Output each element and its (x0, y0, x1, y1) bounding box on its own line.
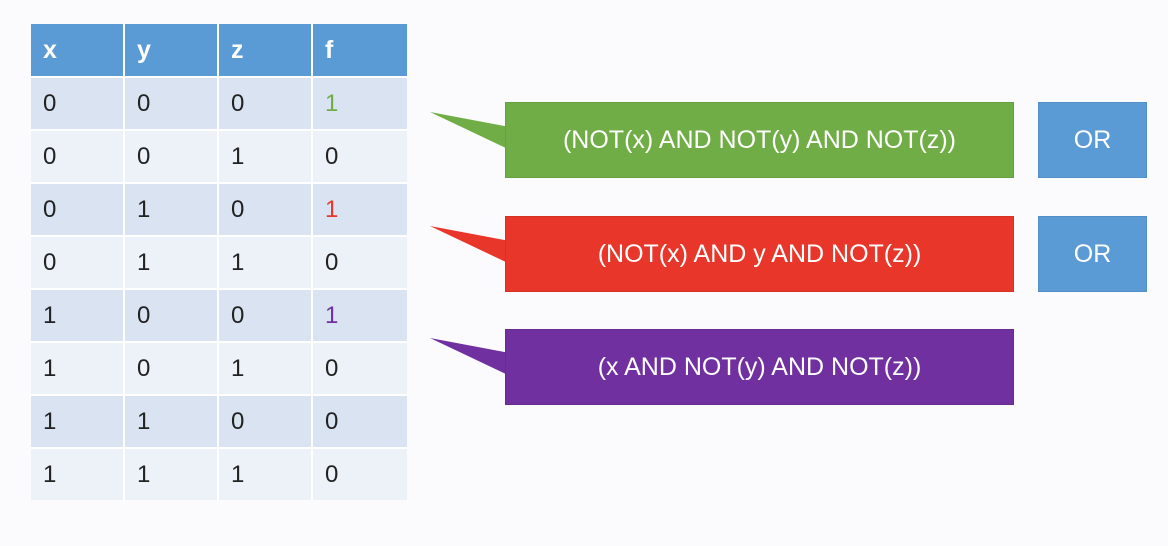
cell-z: 1 (219, 447, 313, 500)
cell-z: 1 (219, 129, 313, 182)
cell-f: 0 (313, 341, 407, 394)
callout-text: (x AND NOT(y) AND NOT(z)) (597, 352, 922, 381)
or-operator-box: OR (1038, 216, 1147, 292)
cell-f: 0 (313, 235, 407, 288)
header-x: x (31, 24, 125, 76)
cell-f: 1 (313, 182, 407, 235)
cell-z: 0 (219, 394, 313, 447)
pointer-green (430, 112, 510, 150)
callout-minterm-000: (NOT(x) AND NOT(y) AND NOT(z)) (505, 102, 1014, 178)
cell-z: 0 (219, 76, 313, 129)
cell-z: 1 (219, 235, 313, 288)
cell-x: 1 (31, 341, 125, 394)
header-y: y (125, 24, 219, 76)
cell-y: 1 (125, 182, 219, 235)
table-row: 0 0 1 0 (31, 129, 407, 182)
or-label: OR (1073, 239, 1112, 268)
callout-minterm-010: (NOT(x) AND y AND NOT(z)) (505, 216, 1014, 292)
table-row: 0 1 1 0 (31, 235, 407, 288)
truth-table: x y z f 0 0 0 1 0 0 1 0 0 1 0 1 0 1 1 0 (31, 24, 407, 500)
cell-f: 0 (313, 394, 407, 447)
cell-f: 1 (313, 76, 407, 129)
cell-y: 0 (125, 129, 219, 182)
cell-x: 1 (31, 447, 125, 500)
cell-x: 0 (31, 182, 125, 235)
cell-f: 0 (313, 129, 407, 182)
pointer-purple (430, 338, 510, 376)
cell-y: 1 (125, 447, 219, 500)
cell-y: 1 (125, 235, 219, 288)
cell-x: 0 (31, 235, 125, 288)
cell-f: 1 (313, 288, 407, 341)
table-row: 1 0 0 1 (31, 288, 407, 341)
or-operator-box: OR (1038, 102, 1147, 178)
callout-text: (NOT(x) AND y AND NOT(z)) (597, 239, 922, 268)
header-z: z (219, 24, 313, 76)
cell-z: 0 (219, 288, 313, 341)
cell-z: 0 (219, 182, 313, 235)
or-label: OR (1073, 125, 1112, 154)
cell-x: 0 (31, 129, 125, 182)
cell-x: 1 (31, 288, 125, 341)
table-row: 0 1 0 1 (31, 182, 407, 235)
table-row: 1 0 1 0 (31, 341, 407, 394)
callout-text: (NOT(x) AND NOT(y) AND NOT(z)) (562, 125, 956, 154)
cell-x: 0 (31, 76, 125, 129)
cell-y: 1 (125, 394, 219, 447)
table-row: 1 1 1 0 (31, 447, 407, 500)
table-row: 0 0 0 1 (31, 76, 407, 129)
table-row: 1 1 0 0 (31, 394, 407, 447)
cell-y: 0 (125, 341, 219, 394)
cell-f: 0 (313, 447, 407, 500)
callout-minterm-100: (x AND NOT(y) AND NOT(z)) (505, 329, 1014, 405)
pointer-red (430, 226, 510, 264)
header-f: f (313, 24, 407, 76)
cell-y: 0 (125, 76, 219, 129)
table-header-row: x y z f (31, 24, 407, 76)
cell-y: 0 (125, 288, 219, 341)
cell-x: 1 (31, 394, 125, 447)
cell-z: 1 (219, 341, 313, 394)
